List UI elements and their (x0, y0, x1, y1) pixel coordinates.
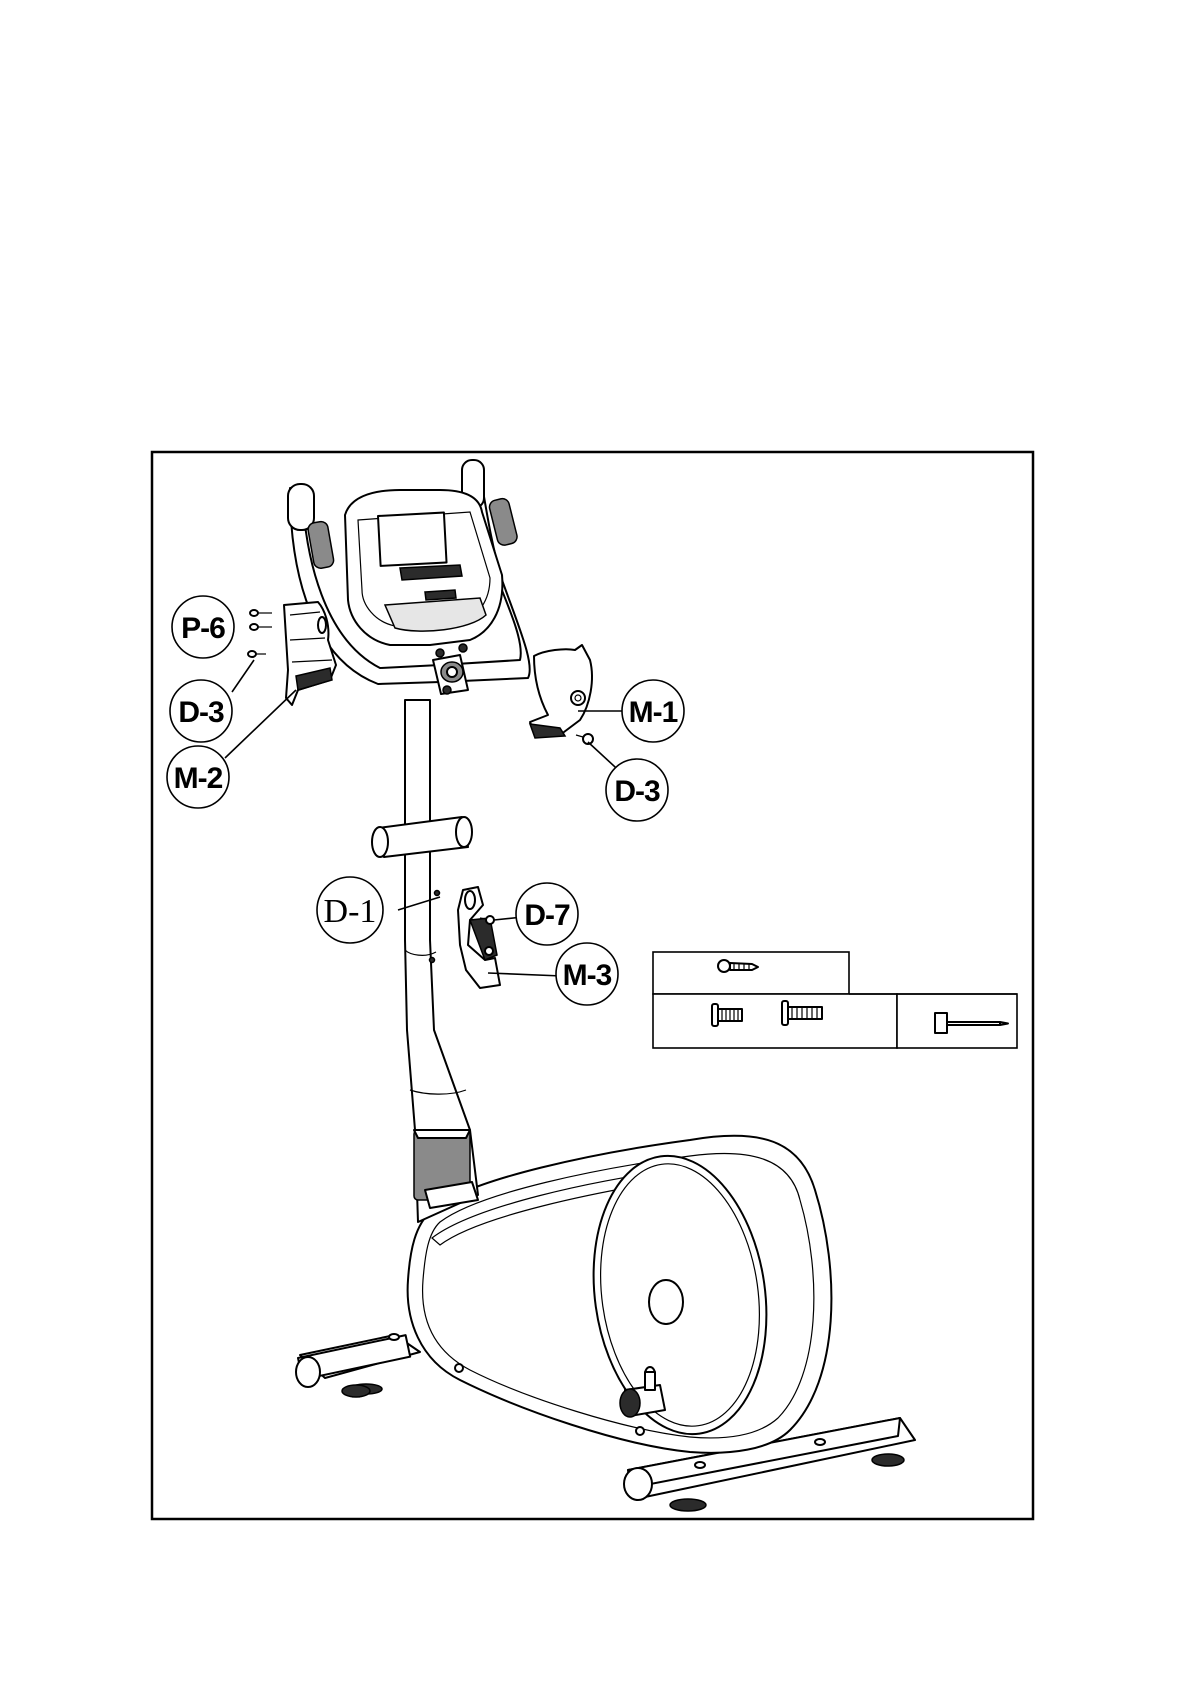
callout-m3-label: M-3 (563, 959, 612, 992)
callout-d1-label: D-1 (324, 893, 377, 930)
callout-d7-label: D-7 (524, 899, 570, 932)
callout-d7: D-7 (516, 883, 578, 945)
hardware-box-top-cell (653, 952, 849, 994)
callout-d3-right: D-3 (606, 759, 668, 821)
callout-m2: M-2 (167, 746, 229, 808)
callout-d3-left: D-3 (170, 680, 232, 742)
callout-p6-label: P-6 (181, 612, 225, 645)
callout-p6: P-6 (172, 596, 234, 658)
callout-d3-right-label: D-3 (614, 775, 660, 808)
callout-d1: D-1 (317, 877, 383, 943)
hardware-box-bottom-cell (653, 994, 897, 1048)
console (345, 490, 502, 645)
screw-m3 (485, 947, 493, 955)
callout-m1-label: M-1 (629, 696, 678, 729)
callout-d3-left-label: D-3 (178, 696, 224, 729)
callout-m2-label: M-2 (174, 762, 223, 795)
callout-m1: M-1 (622, 680, 684, 742)
callout-m3: M-3 (556, 943, 618, 1005)
